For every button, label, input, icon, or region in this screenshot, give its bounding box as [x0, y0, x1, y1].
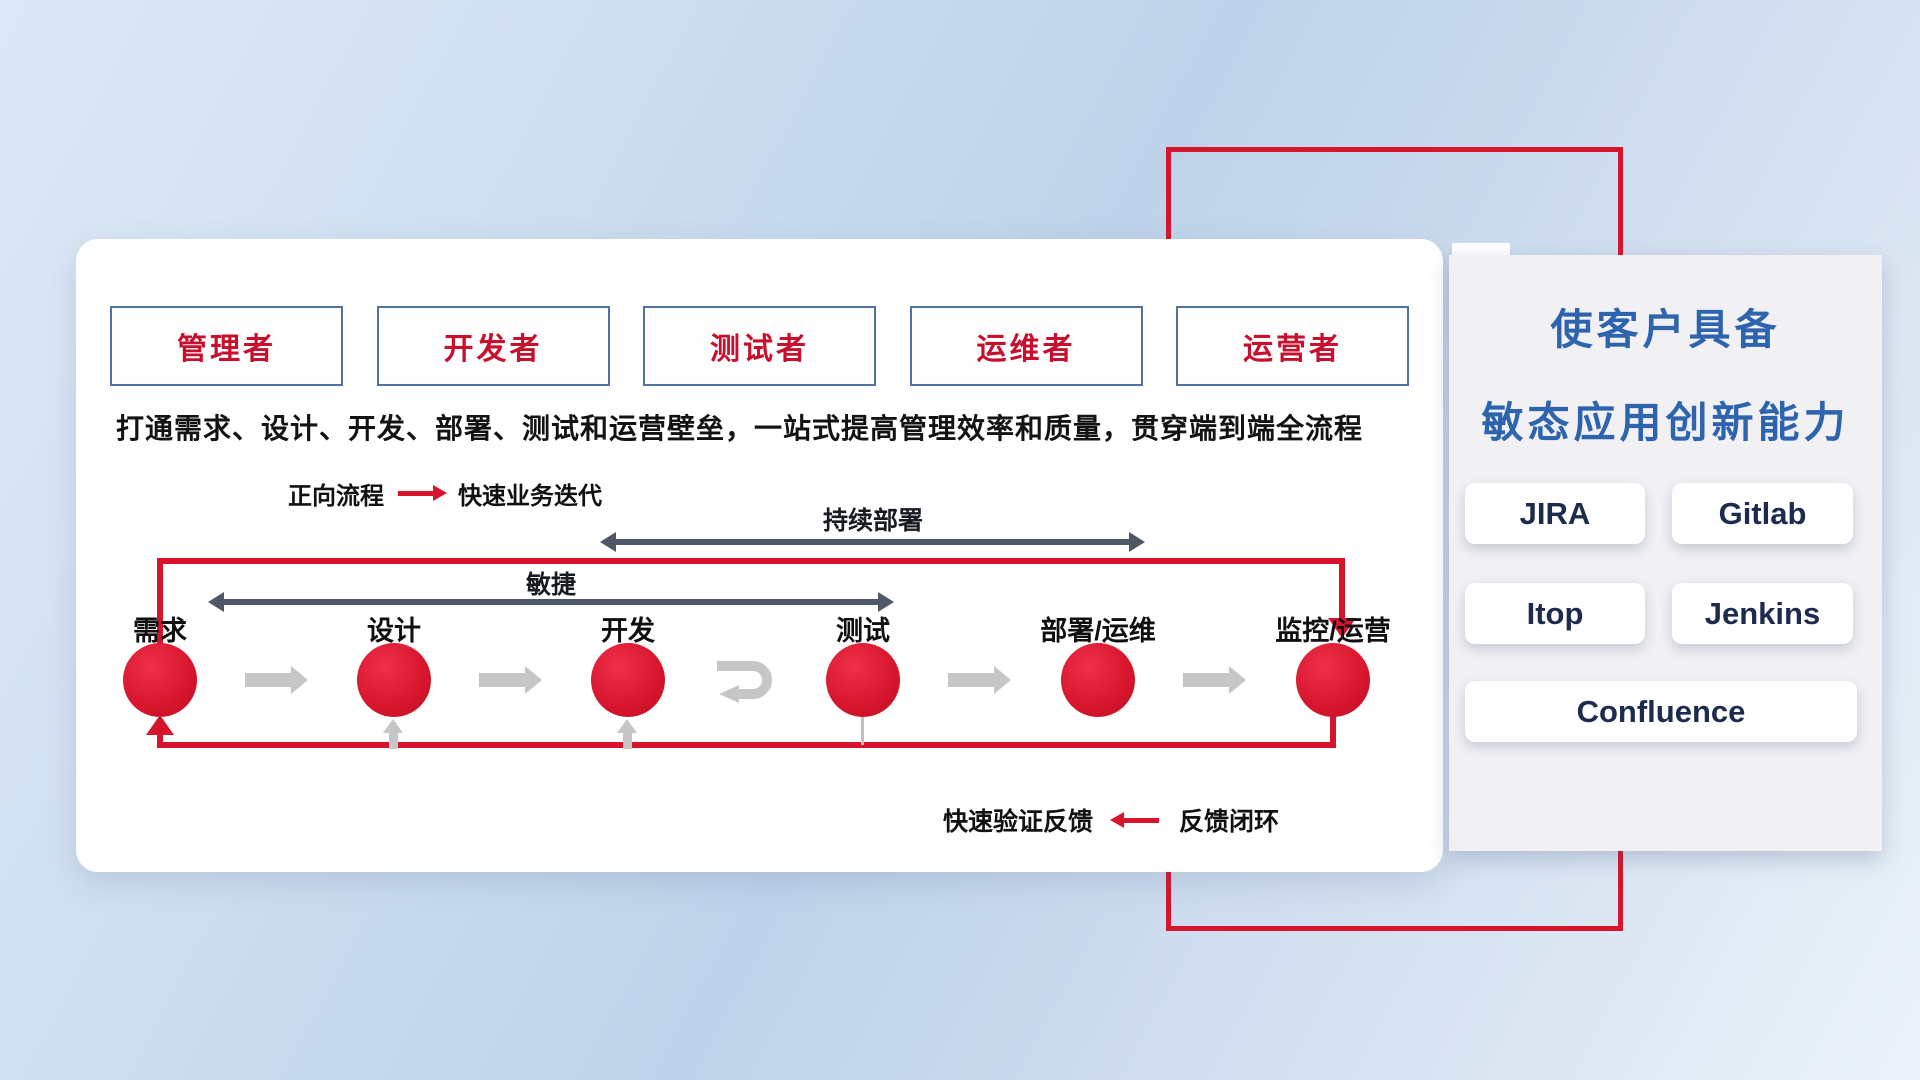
capability-panel: 使客户具备 敏态应用创新能力 JIRA Gitlab Itop Jenkins … [1449, 255, 1882, 851]
stage-circle-monitor-operations [1296, 643, 1370, 717]
iteration-loop-icon [717, 661, 772, 703]
red-loop-top-line [160, 558, 1345, 564]
stage-label-requirements: 需求 [133, 616, 187, 646]
stage-circle-design [357, 643, 431, 717]
flow-arrow-icon [948, 666, 1011, 694]
red-loop-right-line [1339, 558, 1345, 620]
role-box-tester: 测试者 [643, 306, 876, 386]
red-loop-down-arrow-icon [1328, 618, 1356, 638]
stage-label-design: 设计 [367, 616, 421, 646]
flow-arrow-icon [1183, 666, 1246, 694]
red-loop-right-drop-line [1330, 715, 1336, 748]
role-box-developer: 开发者 [376, 306, 610, 386]
legend-feedback-value: 反馈闭环 [1179, 808, 1280, 836]
stage-circle-testing [826, 643, 900, 717]
flow-arrow-icon [245, 666, 308, 694]
stage-label-development: 开发 [601, 616, 655, 646]
stage-circle-deploy-ops [1061, 643, 1135, 717]
forward-arrow-icon [398, 485, 447, 501]
feedback-up-arrow-icon [617, 719, 637, 749]
tool-badge-confluence: Confluence [1465, 681, 1857, 742]
tool-badge-jenkins: Jenkins [1672, 583, 1853, 644]
red-loop-left-line [157, 558, 163, 646]
devops-flow-panel: 管理者 开发者 测试者 运维者 运营者 打通需求、设计、开发、部署、测试和运营壁… [76, 239, 1443, 872]
red-loop-up-stem [157, 733, 163, 748]
testing-feedback-connector [861, 717, 864, 745]
agile-label: 敏捷 [525, 571, 577, 599]
stage-label-monitor-operations: 监控/运营 [1275, 616, 1391, 646]
stage-label-deploy-ops: 部署/运维 [1040, 616, 1156, 646]
description-text: 打通需求、设计、开发、部署、测试和运营壁垒，一站式提高管理效率和质量，贯穿端到端… [116, 413, 1364, 444]
continuous-deploy-double-arrow-icon [600, 532, 1145, 552]
roles-row: 管理者 开发者 测试者 运维者 运营者 [76, 306, 1443, 386]
stage-label-testing: 测试 [836, 616, 890, 646]
stage-circle-requirements [123, 643, 197, 717]
role-box-operator: 运营者 [1176, 306, 1409, 386]
red-loop-up-arrow-icon [146, 715, 174, 735]
flow-arrow-icon [479, 666, 542, 694]
stage-circle-development [591, 643, 665, 717]
continuous-deploy-label: 持续部署 [822, 507, 924, 535]
legend-forward: 正向流程 快速业务迭代 [288, 476, 602, 511]
feedback-arrow-icon [1110, 811, 1160, 828]
role-box-manager: 管理者 [110, 306, 343, 386]
red-loop-bottom-line [160, 742, 1336, 748]
legend-forward-label: 正向流程 [288, 483, 384, 510]
feedback-up-arrow-icon [383, 719, 403, 749]
capability-title-line2: 敏态应用创新能力 [1481, 399, 1850, 446]
legend-feedback: 快速验证反馈 反馈闭环 [943, 802, 1279, 838]
agile-double-arrow-icon [208, 592, 894, 612]
legend-feedback-label: 快速验证反馈 [943, 808, 1094, 836]
tool-badge-itop: Itop [1465, 583, 1645, 644]
legend-forward-value: 快速业务迭代 [458, 483, 602, 510]
role-box-ops: 运维者 [909, 306, 1143, 386]
capability-title-line1: 使客户具备 [1550, 306, 1781, 353]
tool-badge-jira: JIRA [1465, 483, 1645, 544]
tool-badge-gitlab: Gitlab [1672, 483, 1853, 544]
